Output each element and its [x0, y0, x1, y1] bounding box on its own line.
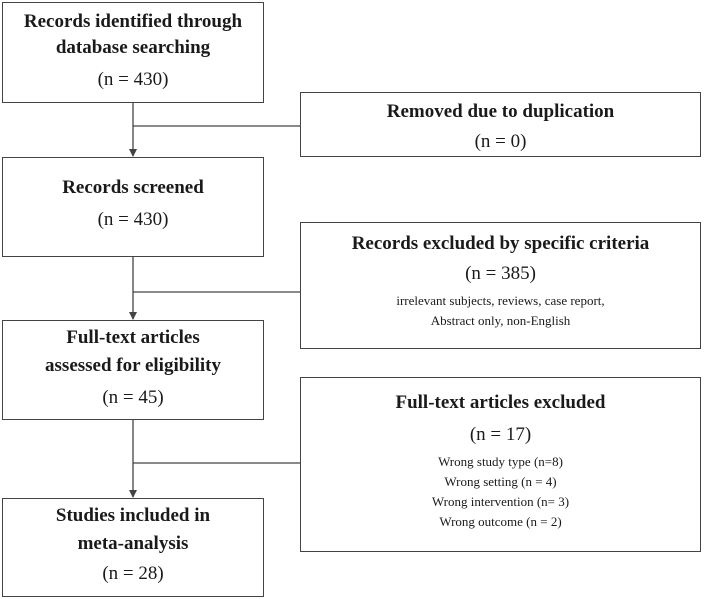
records-excluded-title: Records excluded by specific criteria [351, 233, 650, 254]
fulltext-excluded-count: (n = 17) [469, 424, 532, 445]
removed-duplication-box: Removed due to duplication (n = 0) [300, 92, 701, 157]
records-identified-box: Records identified through database sear… [2, 2, 264, 103]
fulltext-excluded-box: Full-text articles excluded (n = 17) Wro… [300, 377, 701, 552]
records-excluded-detail: irrelevant subjects, reviews, case repor… [396, 293, 605, 308]
records-screened-count: (n = 430) [97, 209, 169, 230]
fulltext-assessed-count: (n = 45) [102, 387, 164, 408]
studies-included-box: Studies included in meta-analysis (n = 2… [2, 498, 264, 597]
fulltext-excluded-detail: Wrong intervention (n= 3) [431, 494, 570, 509]
records-identified-title-line2: database searching [55, 37, 211, 58]
records-identified-count: (n = 430) [97, 69, 169, 90]
records-excluded-detail: Abstract only, non-English [430, 313, 571, 328]
fulltext-assessed-title-line2: assessed for eligibility [45, 355, 221, 376]
records-excluded-count: (n = 385) [465, 263, 536, 284]
removed-duplication-count: (n = 0) [474, 131, 527, 152]
studies-included-count: (n = 28) [102, 563, 164, 584]
studies-included-title-line1: Studies included in [55, 505, 211, 526]
records-excluded-box: Records excluded by specific criteria (n… [300, 222, 701, 349]
fulltext-excluded-detail: Wrong study type (n=8) [438, 454, 563, 469]
fulltext-assessed-title-line1: Full-text articles [66, 327, 200, 348]
fulltext-excluded-detail: Wrong setting (n = 4) [444, 474, 557, 489]
studies-included-title-line2: meta-analysis [77, 533, 189, 554]
fulltext-excluded-detail: Wrong outcome (n = 2) [439, 514, 562, 529]
fulltext-assessed-box: Full-text articles assessed for eligibil… [2, 320, 264, 420]
removed-duplication-title: Removed due to duplication [386, 101, 615, 122]
fulltext-excluded-title: Full-text articles excluded [395, 392, 606, 413]
records-screened-box: Records screened (n = 430) [2, 157, 264, 257]
records-screened-title: Records screened [62, 177, 204, 198]
records-identified-title-line1: Records identified through [23, 11, 243, 32]
